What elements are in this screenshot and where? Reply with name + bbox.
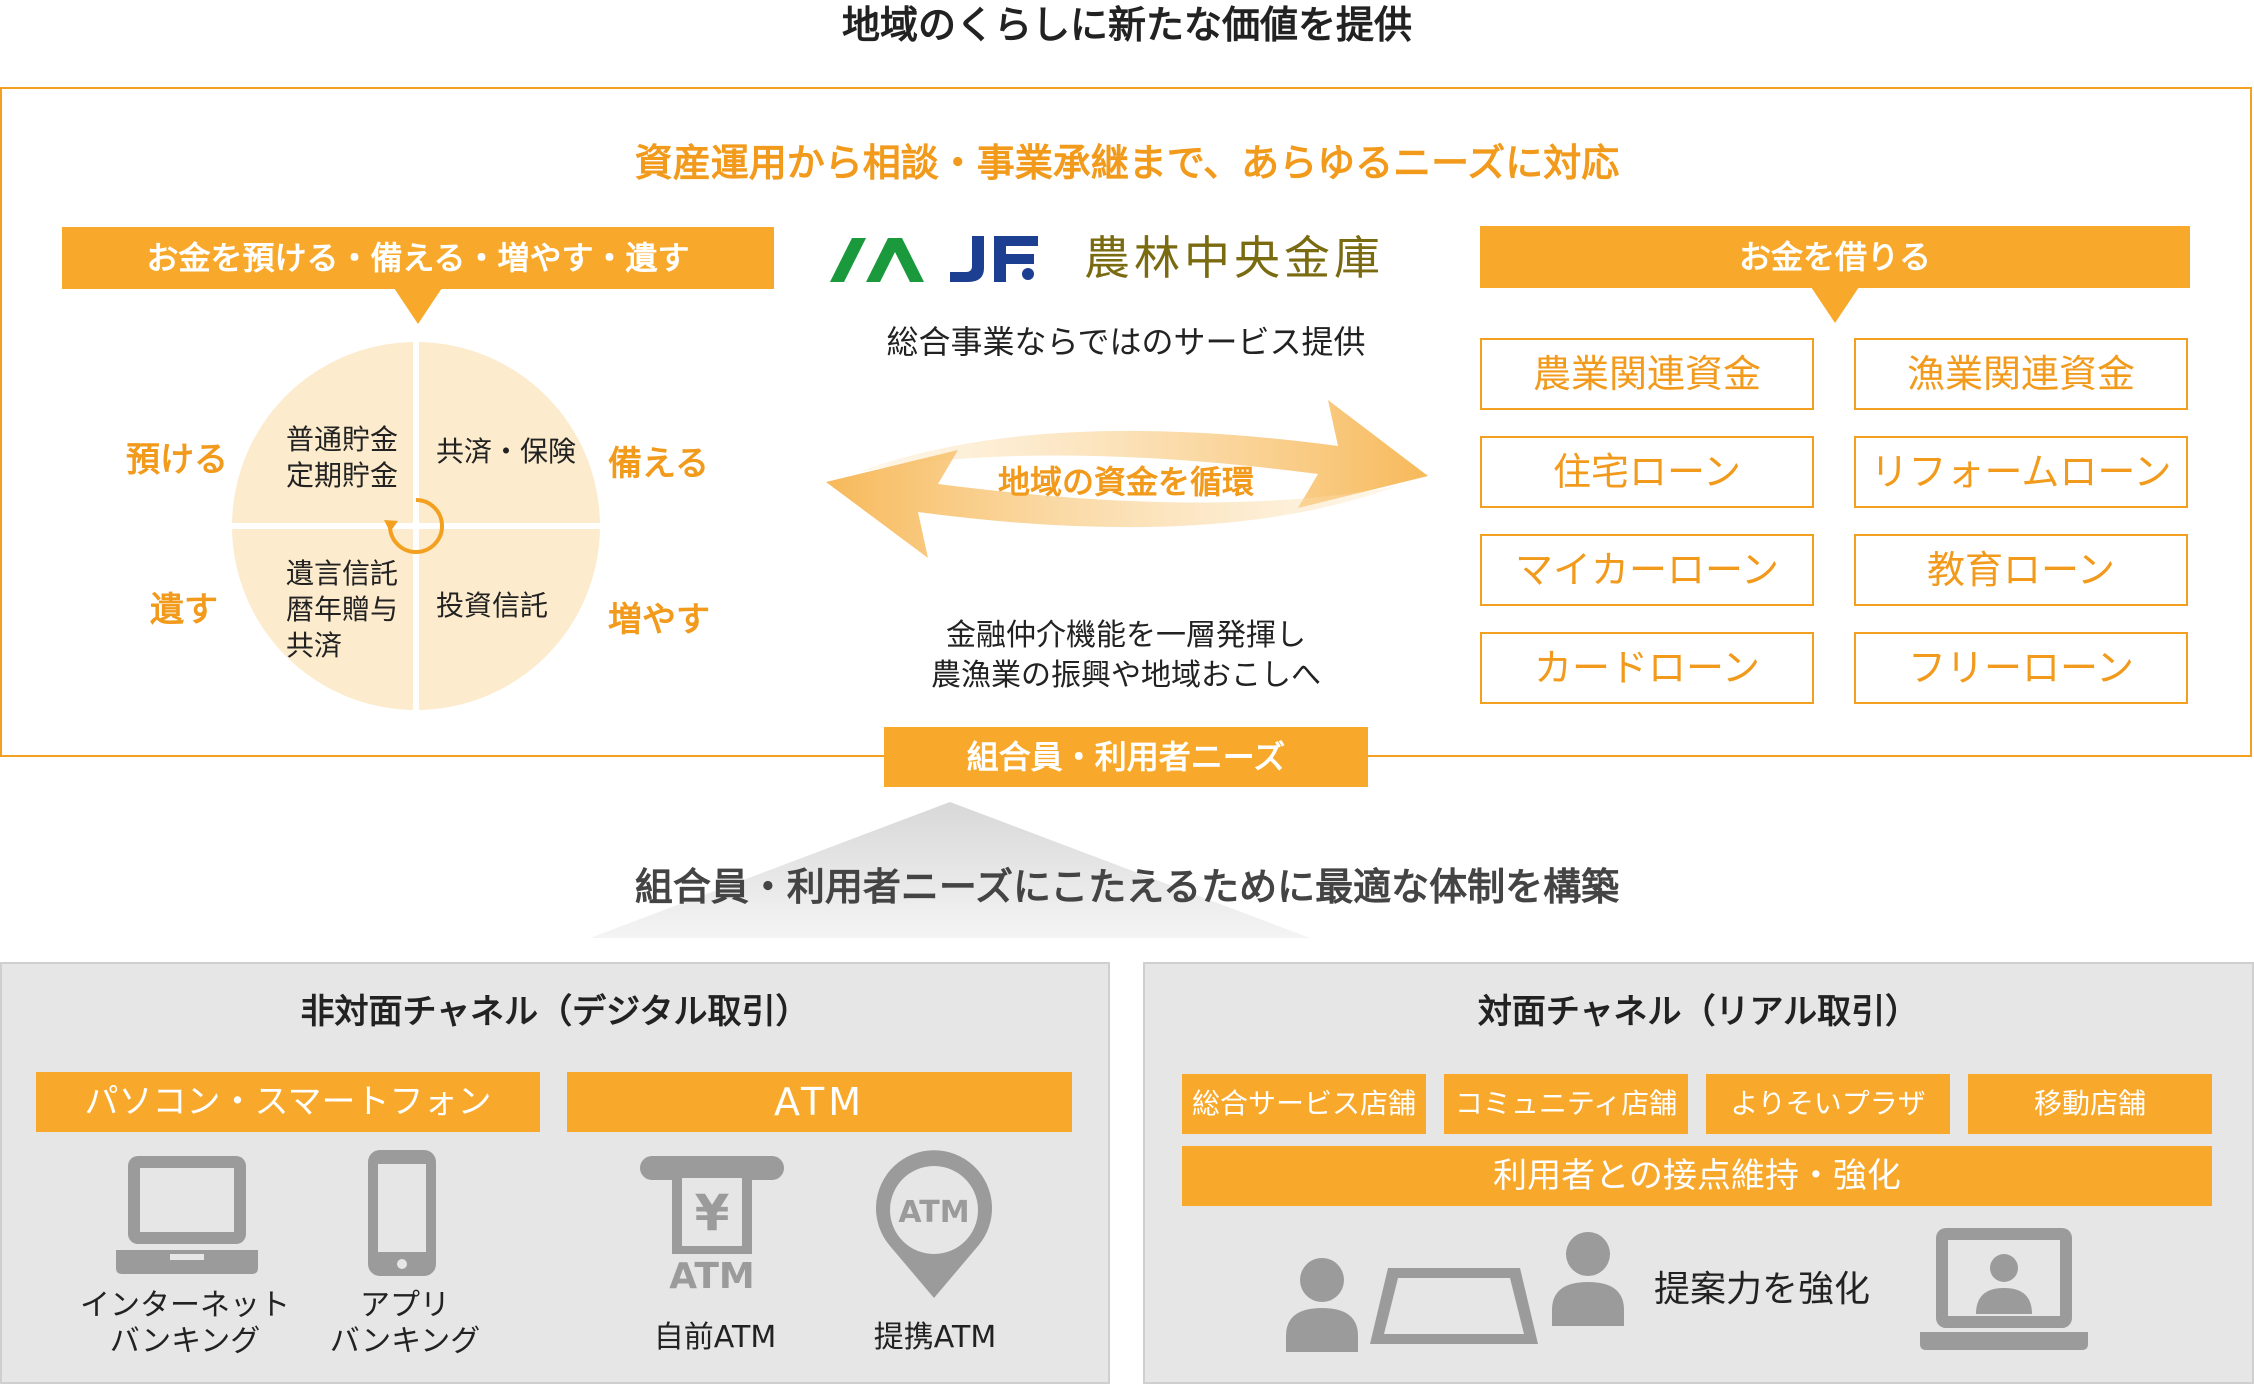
top-headline: 資産運用から相談・事業承継まで、あらゆるニーズに対応 — [634, 141, 1620, 185]
quadrant-deposit: 普通貯金 定期貯金 — [286, 423, 399, 492]
asset-circle-diagram — [230, 340, 602, 712]
person-left-icon — [1286, 1258, 1358, 1352]
main-title: 地域のくらしに新たな価値を提供 — [841, 3, 1412, 47]
store-community: コミュニティ店舗 — [1444, 1074, 1688, 1134]
save-header-bar: お金を預ける・備える・増やす・遺す — [62, 227, 774, 289]
center-subtitle: 総合事業ならではのサービス提供 — [886, 323, 1366, 361]
needs-bar: 組合員・利用者ニーズ — [884, 727, 1368, 787]
structure-triangle — [590, 802, 1310, 938]
internet-banking-label: インターネット バンキング — [80, 1288, 290, 1359]
loan-free: フリーローン — [1854, 632, 2188, 704]
laptop-icon — [116, 1156, 258, 1274]
store-mobile: 移動店舗 — [1968, 1074, 2212, 1134]
smartphone-icon — [368, 1150, 436, 1276]
contact-point-bar: 利用者との接点維持・強化 — [1182, 1146, 2212, 1206]
loan-education: 教育ローン — [1854, 534, 2188, 606]
pc-smartphone-bar: パソコン・スマートフォン — [36, 1072, 540, 1132]
loan-reform: リフォームローン — [1854, 436, 2188, 508]
word-deposit: 預ける — [126, 440, 228, 480]
atm-pin-icon: ATM — [876, 1150, 992, 1298]
svg-text:¥: ¥ — [695, 1184, 730, 1242]
atm-bar: ATM — [567, 1072, 1072, 1132]
save-header-pointer — [394, 288, 442, 324]
desk-icon — [1370, 1268, 1538, 1344]
svg-text:ATM: ATM — [669, 1256, 754, 1294]
face-panel-title: 対面チャネル（リアル取引） — [1477, 992, 1920, 1032]
atm-machine-icon: ¥ ATM — [640, 1156, 784, 1294]
cycle-arrow-icon — [384, 498, 444, 554]
video-consult-laptop-icon — [1920, 1228, 2088, 1350]
partner-atm-label: 提携ATM — [873, 1320, 997, 1355]
svg-text:ATM: ATM — [898, 1195, 969, 1230]
loan-card: カードローン — [1480, 632, 1814, 704]
app-banking-label: アプリ バンキング — [329, 1288, 481, 1359]
consultation-scene-icon — [1286, 1232, 1624, 1352]
quadrant-increase: 投資信託 — [436, 589, 549, 622]
quadrant-prepare: 共済・保険 — [436, 435, 577, 468]
word-bequeath: 遺す — [150, 590, 218, 630]
loan-fishery: 漁業関連資金 — [1854, 338, 2188, 410]
middle-caption: 組合員・利用者ニーズにこたえるために最適な体制を構築 — [634, 865, 1620, 909]
quadrant-bequeath: 遺言信託 暦年贈与 共済 — [286, 557, 399, 662]
loan-agriculture: 農業関連資金 — [1480, 338, 1814, 410]
loan-car: マイカーローン — [1480, 534, 1814, 606]
borrow-header-pointer — [1811, 287, 1859, 323]
word-prepare: 備える — [608, 444, 709, 484]
store-yorisoi-plaza: よりそいプラザ — [1706, 1074, 1950, 1134]
ja-logo-icon: JA — [830, 238, 924, 282]
person-right-icon — [1552, 1232, 1624, 1326]
loan-housing: 住宅ローン — [1480, 436, 1814, 508]
proposal-strength-label: 提案力を強化 — [1654, 1269, 1871, 1310]
own-atm-label: 自前ATM — [653, 1320, 777, 1355]
center-description: 金融仲介機能を一層発揮し 農漁業の振興や地域おこしへ — [931, 618, 1321, 693]
word-increase: 増やす — [608, 600, 710, 640]
fund-cycle-arrows-icon — [826, 400, 1428, 558]
norinchukin-logo-text: 農林中央金庫 — [1084, 231, 1384, 285]
digital-panel-title: 非対面チャネル（デジタル取引） — [300, 992, 810, 1032]
store-general: 総合サービス店舗 — [1182, 1074, 1426, 1134]
fund-cycle-label: 地域の資金を循環 — [997, 463, 1254, 501]
jf-logo-icon — [950, 236, 1038, 282]
borrow-header-bar: お金を借りる — [1480, 226, 2190, 288]
